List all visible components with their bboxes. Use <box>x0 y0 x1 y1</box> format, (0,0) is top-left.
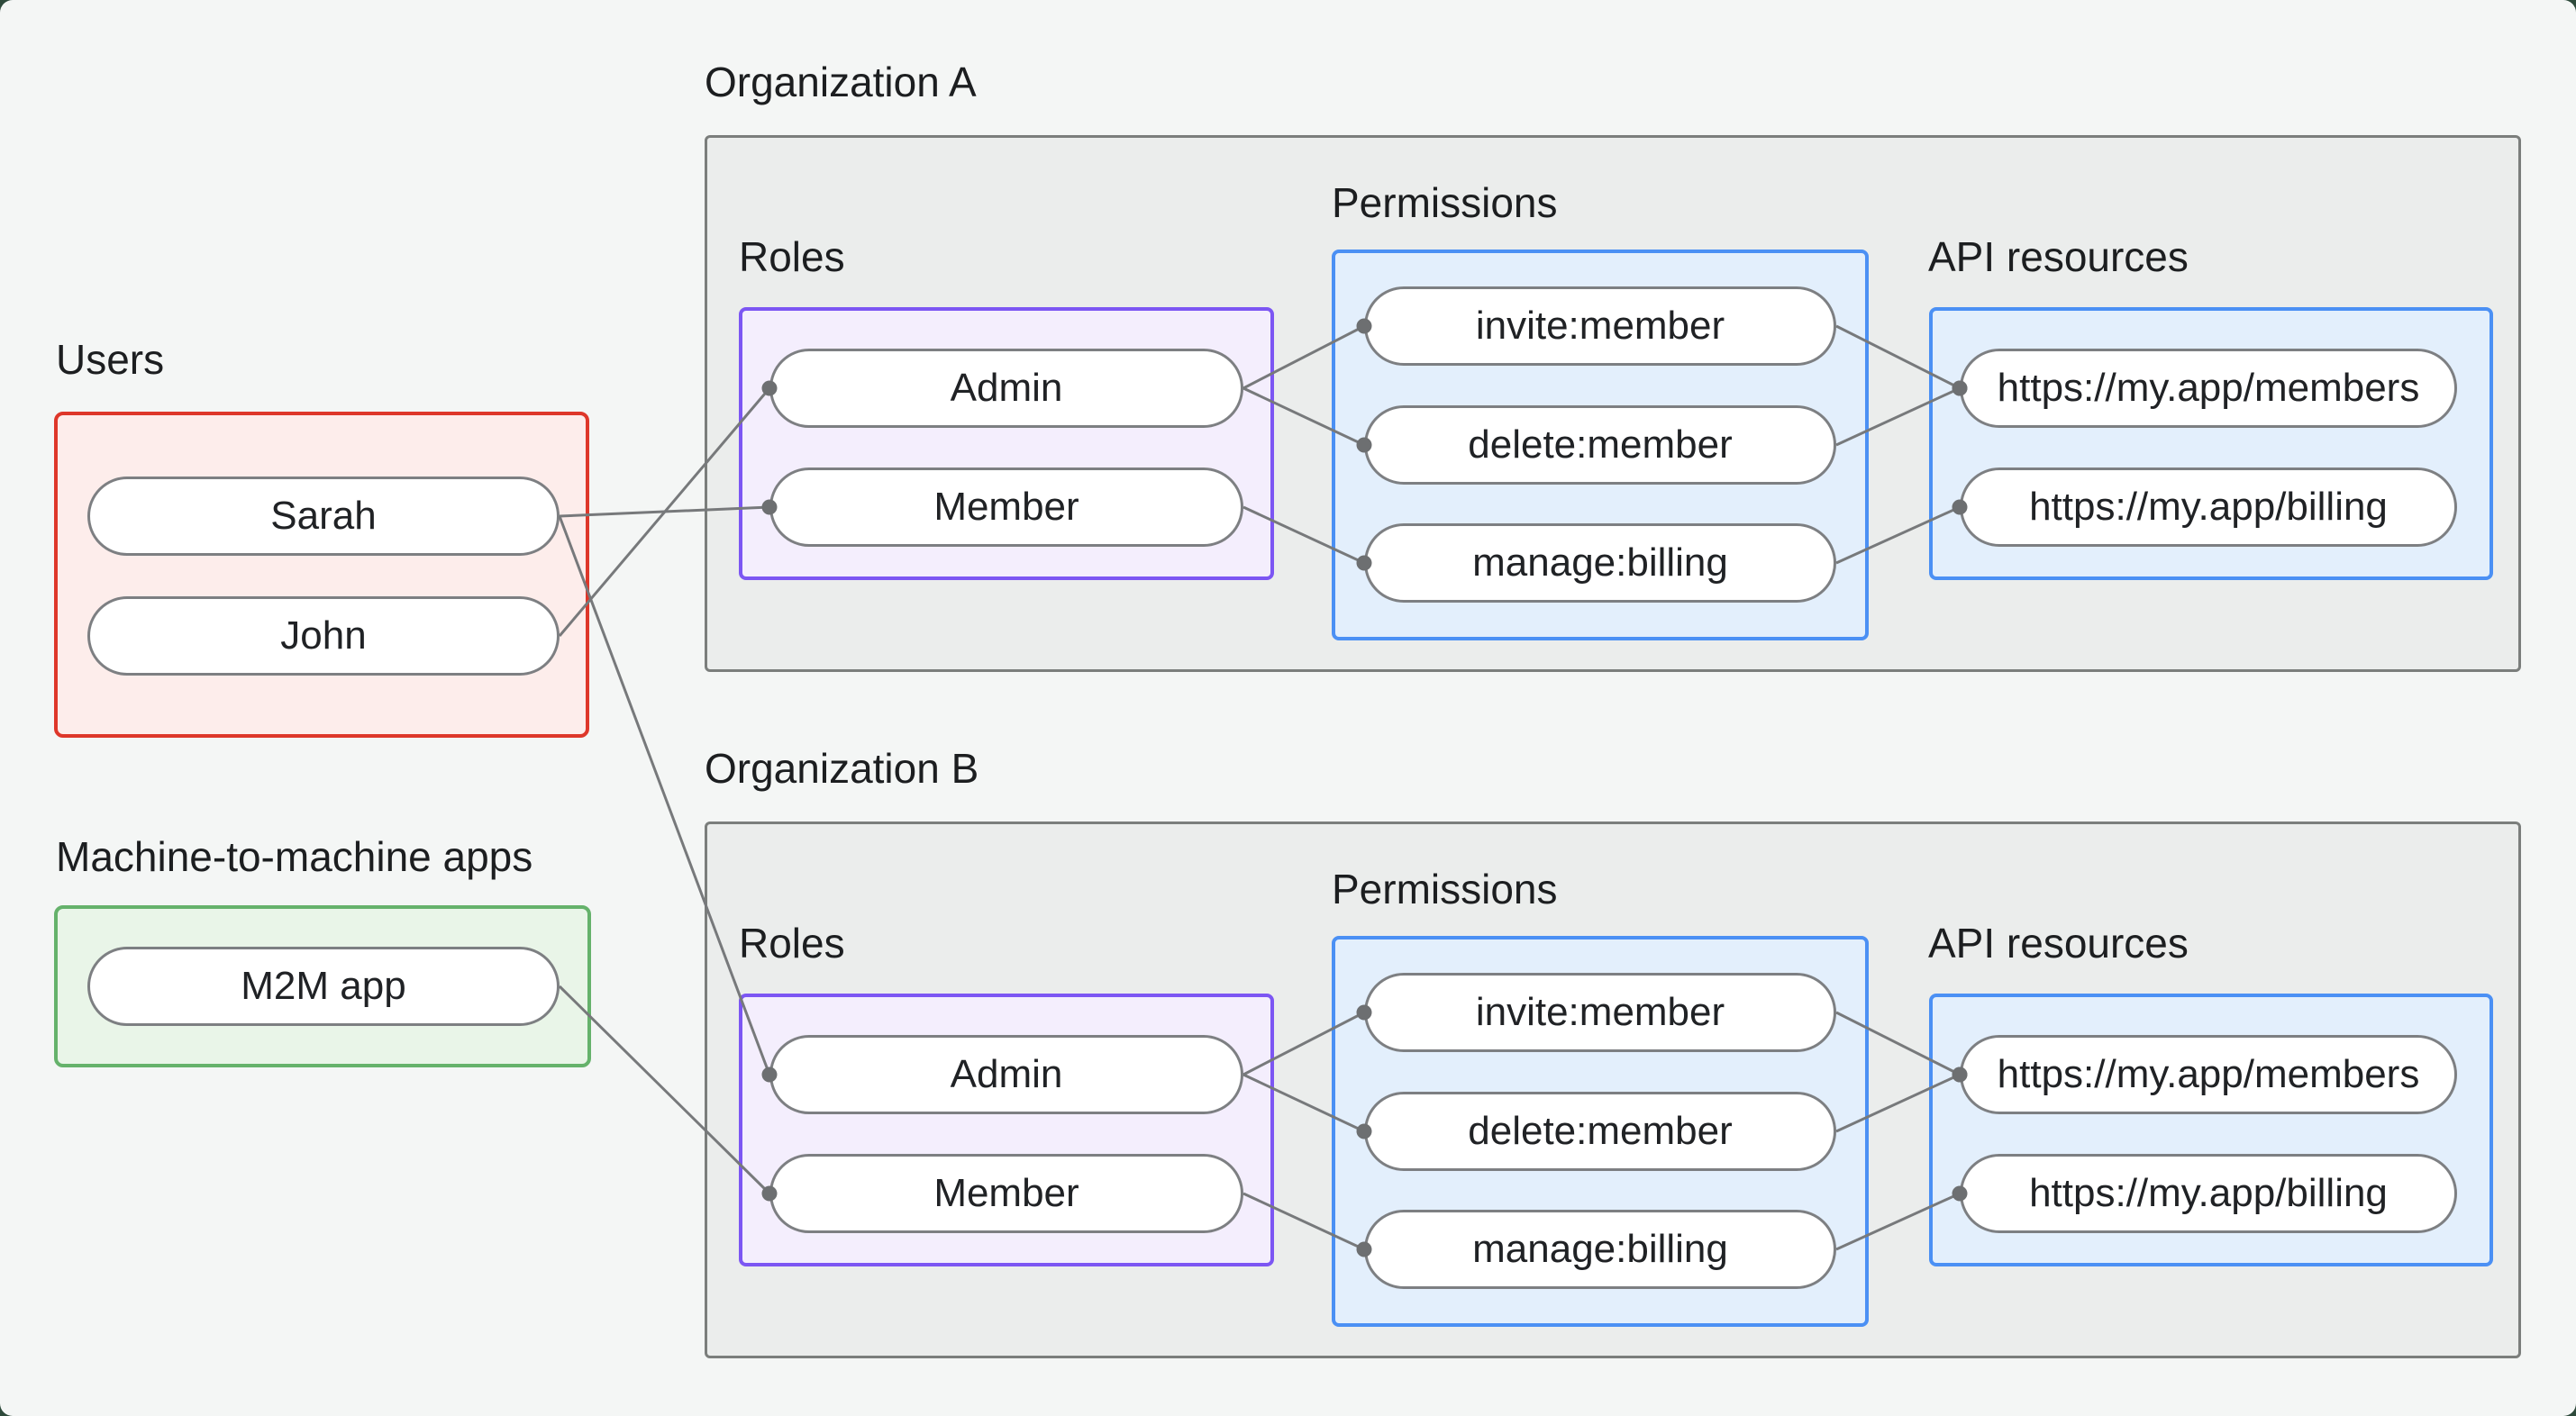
org-b-role-member: Member <box>769 1154 1243 1233</box>
org-a-permission-delete-member: delete:member <box>1364 405 1836 485</box>
org-b-permission-delete-member: delete:member <box>1364 1092 1836 1171</box>
org-b-permission-invite-member: invite:member <box>1364 973 1836 1052</box>
org-b-role-admin: Admin <box>769 1035 1243 1114</box>
users-label: Users <box>56 336 165 383</box>
m2m-app-node: M2M app <box>87 947 560 1026</box>
org-a-api-resource-members: https://my.app/members <box>1960 349 2457 428</box>
org-a-api-resources-label: API resources <box>1928 233 2189 280</box>
org-b-permissions-label: Permissions <box>1332 866 1558 912</box>
users-box <box>54 412 589 738</box>
org-b-roles-label: Roles <box>739 920 845 967</box>
org-b-permission-manage-billing: manage:billing <box>1364 1210 1836 1289</box>
org-a-permission-invite-member: invite:member <box>1364 286 1836 366</box>
org-b-api-resource-billing: https://my.app/billing <box>1960 1154 2457 1233</box>
org-a-role-admin: Admin <box>769 349 1243 428</box>
org-b-api-resource-members: https://my.app/members <box>1960 1035 2457 1114</box>
org-a-api-resource-billing: https://my.app/billing <box>1960 467 2457 547</box>
user-node-sarah: Sarah <box>87 477 560 556</box>
org-a-label: Organization A <box>705 59 977 105</box>
org-a-role-member: Member <box>769 467 1243 547</box>
org-a-roles-label: Roles <box>739 233 845 280</box>
user-node-john: John <box>87 596 560 676</box>
org-a-permission-manage-billing: manage:billing <box>1364 523 1836 603</box>
org-b-api-resources-label: API resources <box>1928 920 2189 967</box>
m2m-apps-label: Machine-to-machine apps <box>56 833 533 880</box>
org-a-permissions-label: Permissions <box>1332 179 1558 226</box>
org-b-label: Organization B <box>705 745 979 792</box>
